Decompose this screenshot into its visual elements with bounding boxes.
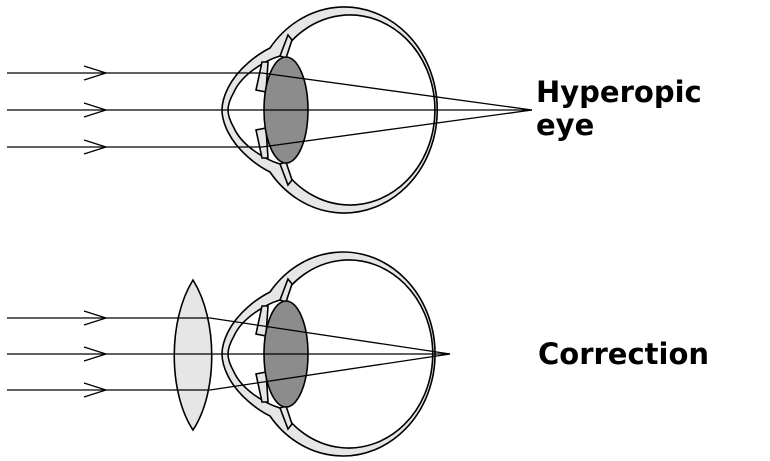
ray-bottom-3-refracted (209, 353, 451, 391)
ray-arrow-icon (83, 310, 109, 326)
ray-top-1-refracted (261, 72, 533, 111)
ray-top-3-refracted (261, 109, 533, 148)
ray-arrow-icon (83, 346, 109, 362)
corrected-eye-iris-upper-inner (255, 305, 269, 337)
hyperopic-light-rays (7, 65, 533, 155)
ray-arrow-icon (83, 139, 109, 155)
corrected-light-rays (7, 310, 451, 398)
hyperopic-eye-label-line2: eye (536, 108, 595, 142)
correction-label: Correction (538, 337, 710, 371)
corrected-eye-sclera (221, 251, 436, 457)
corrected-eye-iris-lower-inner (255, 371, 269, 403)
hyperopic-eye-iris-upper-inner (255, 61, 269, 93)
ray-arrow-icon (83, 102, 109, 118)
ray-arrow-icon (83, 382, 109, 398)
hyperopic-eye-figure (7, 6, 533, 214)
hyperopic-eye-iris-lower-inner (255, 127, 269, 159)
convex-corrective-lens (173, 278, 213, 432)
ray-arrow-icon (83, 65, 109, 81)
corrected-eye-figure (7, 251, 451, 457)
hyperopic-eye-sclera (221, 6, 438, 214)
hyperopic-eye-label-line1: Hyperopic (536, 75, 702, 109)
ray-bottom-1-refracted (209, 317, 451, 355)
